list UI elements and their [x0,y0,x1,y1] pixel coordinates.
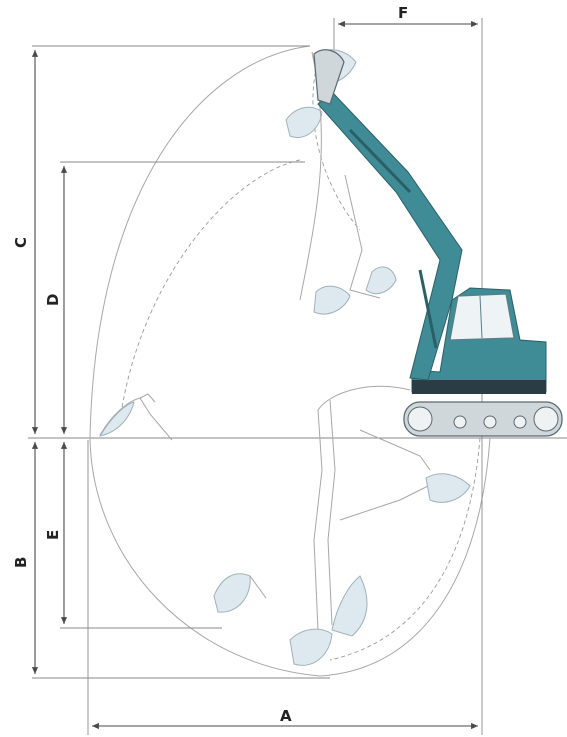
dimension-d-label: D [44,294,62,306]
dimension-c-label: C [12,237,30,248]
dimension-b-label: B [12,557,30,568]
excavator-machine [313,49,563,437]
dimension-e-label: E [44,530,62,540]
dimension-f-label: F [398,4,408,22]
boom [317,91,463,381]
dimension-a-label: A [280,707,292,725]
working-range-envelope [89,45,491,677]
bucket [313,49,345,105]
ghost-arm-positions [98,49,471,666]
cab-window [449,293,515,341]
